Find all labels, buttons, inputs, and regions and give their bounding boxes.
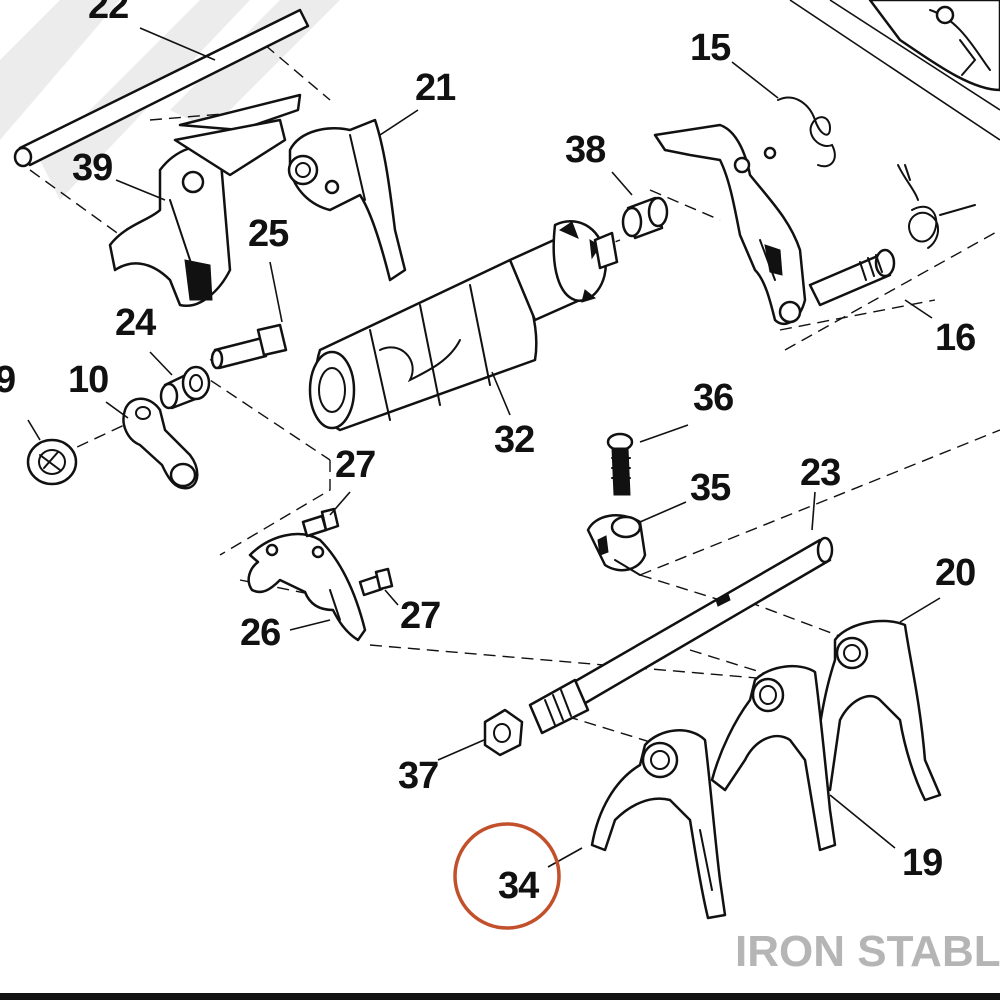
callout-23: 23 — [800, 452, 840, 494]
callout-16: 16 — [935, 317, 975, 359]
callout-9: 9 — [0, 359, 15, 401]
callout-21: 21 — [415, 67, 456, 109]
part-21-shift-fork — [287, 118, 407, 282]
frame-lines — [789, 0, 1000, 141]
part-35-detent — [586, 514, 647, 576]
callout-34: 34 — [498, 865, 539, 907]
part-26-plate — [247, 532, 367, 642]
part-24-bushing — [159, 365, 211, 410]
callout-15: 15 — [690, 27, 731, 69]
part-32-shift-drum — [308, 220, 619, 432]
part-38-bushing — [621, 196, 669, 240]
callout-26: 26 — [240, 612, 280, 654]
callout-labels: 22 39 21 15 38 25 24 16 9 10 32 36 27 35… — [0, 0, 976, 907]
part-39-shift-fork — [108, 93, 302, 308]
callout-37: 37 — [398, 755, 438, 797]
part-34-shift-fork — [590, 729, 727, 920]
callout-24: 24 — [115, 302, 156, 344]
callout-19: 19 — [902, 842, 942, 884]
highlight-circle — [453, 822, 561, 930]
callout-22: 22 — [88, 0, 128, 27]
callout-39: 39 — [72, 147, 112, 189]
part-20-shift-fork — [813, 619, 942, 802]
callout-27-top: 27 — [335, 444, 375, 486]
bottom-border — [0, 993, 1000, 1000]
part-27-bolts — [301, 507, 394, 597]
part-37-nut — [483, 708, 524, 757]
part-9-roller — [26, 438, 78, 486]
watermark-text: IRON STABLE — [735, 927, 1000, 976]
callout-10: 10 — [68, 359, 108, 401]
part-16-shift-lever — [653, 123, 896, 326]
callout-20: 20 — [935, 552, 975, 594]
part-19-shift-fork — [710, 665, 837, 852]
leader-lines — [27, 27, 941, 868]
callout-25: 25 — [248, 213, 289, 255]
part-15-spring — [777, 96, 836, 168]
callout-32: 32 — [494, 419, 534, 461]
callout-38: 38 — [565, 129, 605, 171]
part-16-coil-spring — [897, 164, 976, 249]
callout-27-bottom: 27 — [400, 595, 440, 637]
part-25-bolt — [210, 323, 288, 370]
part-10-arm — [122, 397, 199, 490]
callout-35: 35 — [690, 467, 731, 509]
part-23-shift-shaft — [528, 536, 834, 735]
part-36-screw — [606, 432, 634, 496]
callout-36: 36 — [693, 377, 733, 419]
